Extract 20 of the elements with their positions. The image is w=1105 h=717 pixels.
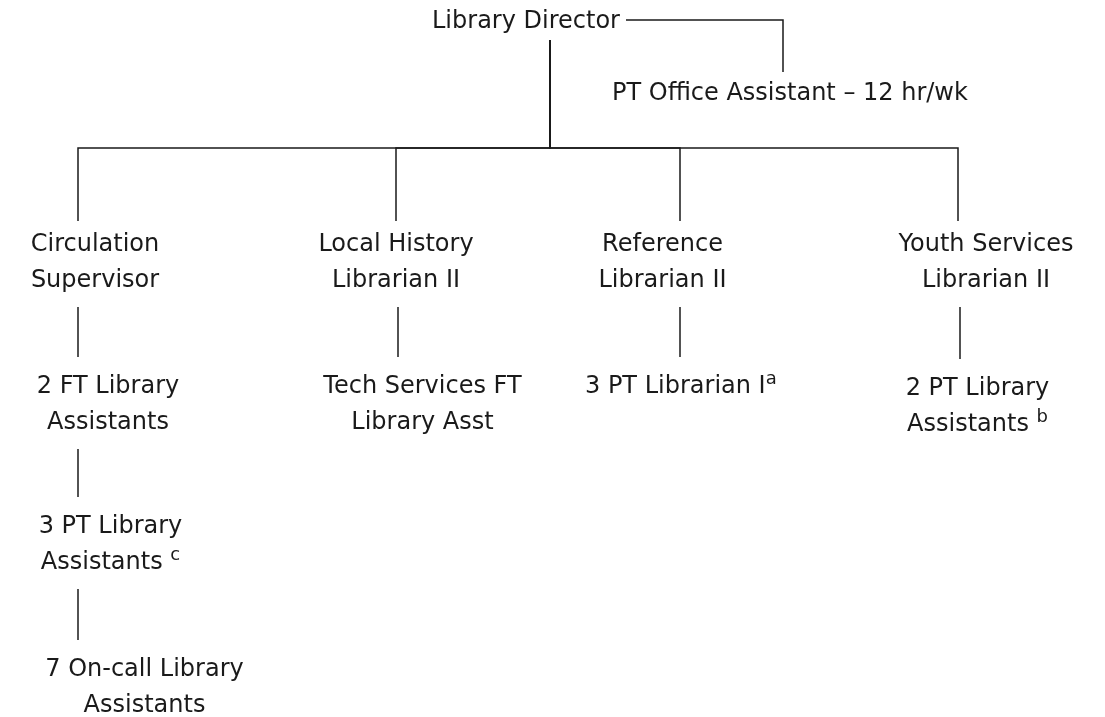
position-label: PT Office Assistant – 12 hr/wk <box>612 74 968 110</box>
connector-line <box>549 39 959 222</box>
position-label: 2 FT Library Assistants <box>8 367 208 439</box>
position-label: Local History Librarian II <box>291 225 501 297</box>
connector-line <box>625 19 784 73</box>
connector-line <box>397 306 399 358</box>
position-label: Reference Librarian II <box>575 225 750 297</box>
connector-line <box>77 588 79 641</box>
position-label: 2 PT Library Assistants $^{b}$ <box>875 369 1080 441</box>
connector-line <box>959 306 961 360</box>
position-label: Circulation Supervisor <box>0 225 190 297</box>
position-label: 7 On-call Library Assistants <box>12 650 277 717</box>
position-label: Youth Services Librarian II <box>868 225 1104 297</box>
position-label: Tech Services FT Library Asst <box>300 367 545 439</box>
position-label: 3 PT Librarian I$^{a}$ <box>585 367 777 403</box>
connector-line <box>77 448 79 498</box>
position-label: 3 PT Library Assistants $^{c}$ <box>8 507 213 579</box>
connector-line <box>679 306 681 358</box>
connector-line <box>77 306 79 358</box>
position-label: Library Director <box>432 2 620 38</box>
